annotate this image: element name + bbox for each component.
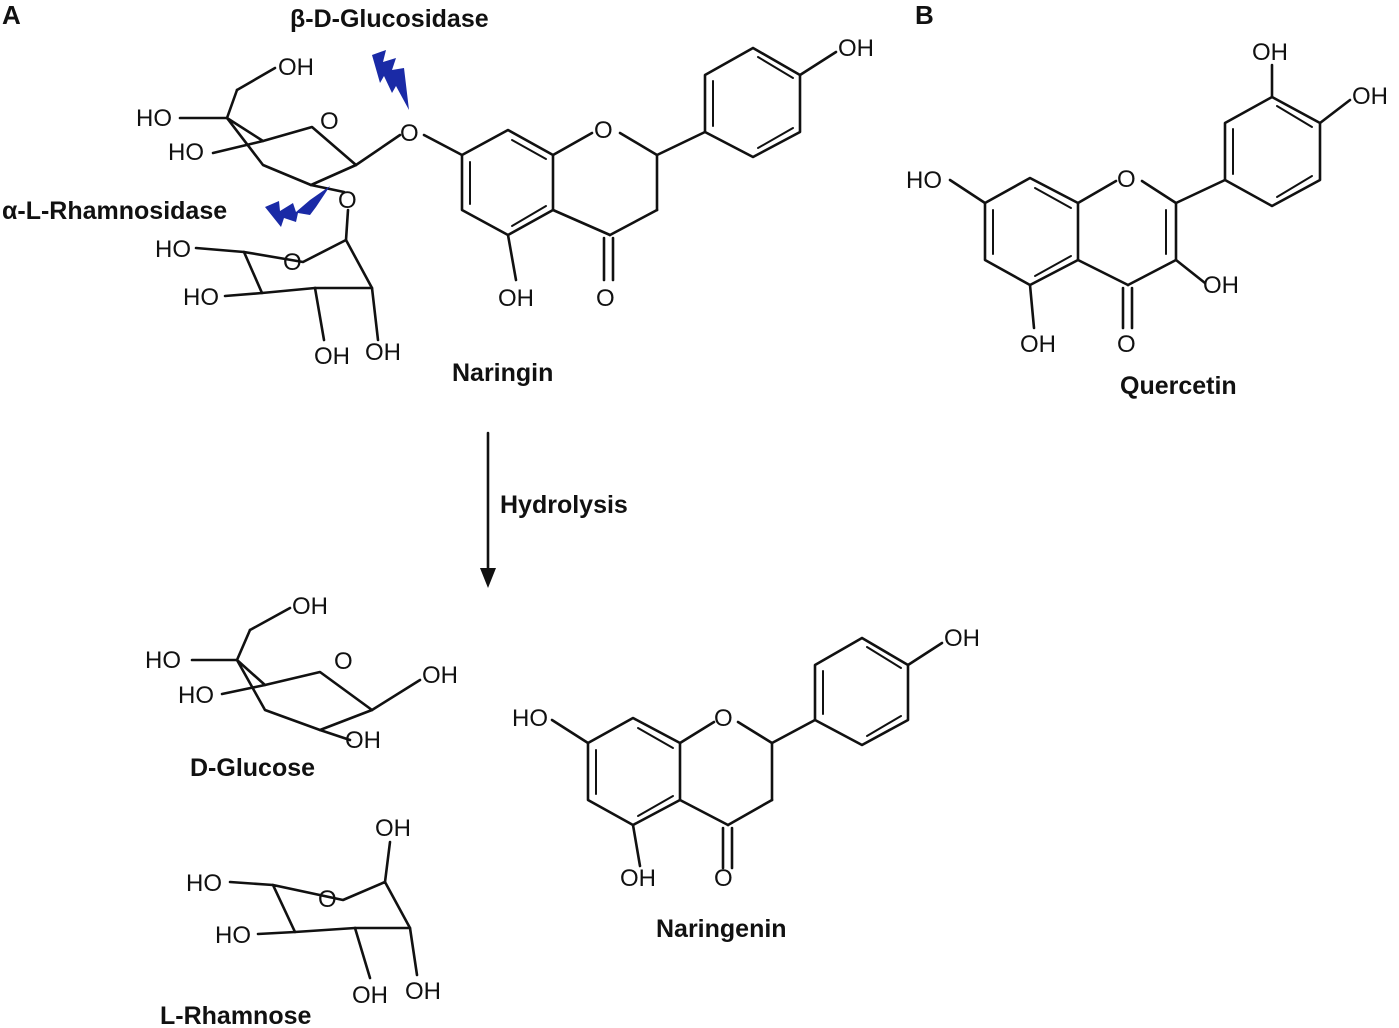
naringenin-oh-4prime: OH bbox=[944, 625, 980, 652]
rhamnose-oh-2: OH bbox=[352, 982, 388, 1009]
glucose-oh-2: OH bbox=[345, 727, 381, 754]
d-glucose-structure bbox=[190, 606, 422, 742]
panel-label-b: B bbox=[915, 0, 934, 30]
caption-naringin: Naringin bbox=[452, 359, 553, 387]
rhamnose-oh-1: OH bbox=[375, 815, 411, 842]
l-rhamnose-structure bbox=[228, 840, 419, 980]
naringin-glc-ring-o: O bbox=[320, 108, 339, 135]
naringin-linkage-o: O bbox=[338, 187, 357, 214]
naringin-oh-6: OH bbox=[278, 54, 314, 81]
glucose-ho-4: HO bbox=[145, 647, 181, 674]
quercetin-oh-3: OH bbox=[1203, 272, 1239, 299]
rhamnose-ring-o: O bbox=[318, 886, 337, 913]
caption-naringenin: Naringenin bbox=[656, 915, 787, 943]
naringin-structure bbox=[178, 46, 838, 342]
naringenin-ho-7: HO bbox=[512, 705, 548, 732]
rhamnose-moiety-oh-4: OH bbox=[365, 339, 401, 366]
caption-l-rhamnose: L-Rhamnose bbox=[160, 1002, 312, 1028]
quercetin-oh-3prime: OH bbox=[1252, 39, 1288, 66]
naringenin-ring-o: O bbox=[714, 705, 733, 732]
naringin-oh-5: OH bbox=[498, 285, 534, 312]
rhamnose-moiety-ring-o: O bbox=[283, 249, 302, 276]
naringenin-oh-5: OH bbox=[620, 865, 656, 892]
quercetin-ho-7: HO bbox=[906, 167, 942, 194]
lightning-icon-glucosidase bbox=[372, 50, 409, 110]
caption-d-glucose: D-Glucose bbox=[190, 754, 315, 782]
caption-quercetin: Quercetin bbox=[1120, 372, 1237, 400]
quercetin-oh-5: OH bbox=[1020, 331, 1056, 358]
rhamnose-ho-3: HO bbox=[215, 922, 251, 949]
glucose-ring-o: O bbox=[334, 648, 353, 675]
enzyme-label-rhamnosidase: α-L-Rhamnosidase bbox=[2, 197, 227, 225]
quercetin-carbonyl-o: O bbox=[1117, 331, 1136, 358]
rhamnose-ho-4: HO bbox=[186, 870, 222, 897]
glucose-oh-6: OH bbox=[292, 593, 328, 620]
quercetin-ring-o: O bbox=[1117, 166, 1136, 193]
rhamnose-moiety-ho-1: HO bbox=[155, 236, 191, 263]
rhamnose-oh-5: OH bbox=[405, 978, 441, 1005]
quercetin-oh-4prime: OH bbox=[1352, 83, 1388, 110]
enzyme-label-glucosidase: β-D-Glucosidase bbox=[290, 5, 489, 33]
glucose-ho-3: HO bbox=[178, 682, 214, 709]
naringin-c-ring-o: O bbox=[594, 117, 613, 144]
panel-label-a: A bbox=[2, 0, 21, 30]
lightning-icon-rhamnosidase bbox=[265, 186, 330, 227]
naringenin-carbonyl-o: O bbox=[714, 865, 733, 892]
naringin-glycosidic-o: O bbox=[400, 120, 419, 147]
naringin-carbonyl-o: O bbox=[596, 285, 615, 312]
naringin-oh-4prime: OH bbox=[838, 35, 874, 62]
rhamnose-moiety-oh-3: OH bbox=[314, 343, 350, 370]
naringin-ho-3: HO bbox=[168, 139, 204, 166]
rhamnose-moiety-ho-2: HO bbox=[183, 284, 219, 311]
hydrolysis-arrow bbox=[480, 431, 496, 588]
quercetin-structure bbox=[948, 63, 1352, 330]
naringin-ho-4: HO bbox=[136, 105, 172, 132]
caption-hydrolysis: Hydrolysis bbox=[500, 491, 628, 519]
glucose-oh-1: OH bbox=[422, 662, 458, 689]
naringenin-structure bbox=[550, 636, 944, 870]
